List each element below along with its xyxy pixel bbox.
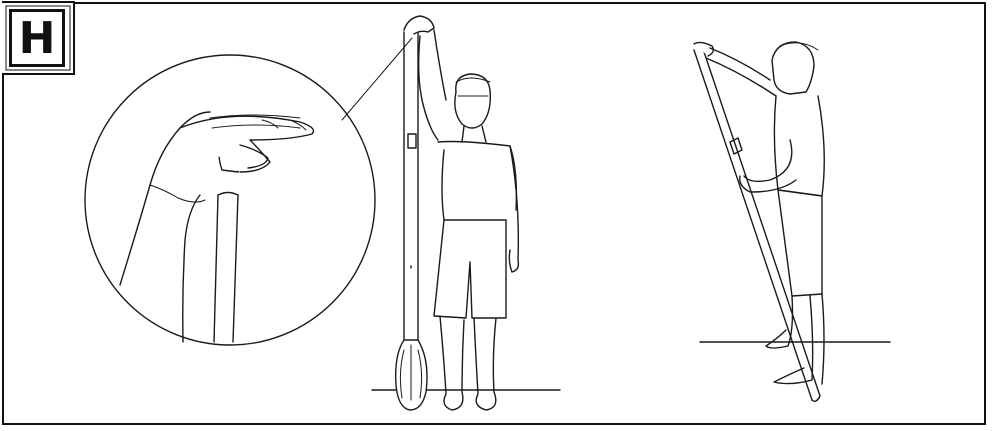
step-letter: H [9,9,65,67]
zoom-leader-line [342,38,412,120]
person-front-view-reaching [396,16,519,410]
zoom-circle [85,55,375,345]
step-badge: H [2,2,72,74]
zoom-detail-hand-on-grip [85,38,412,345]
person-side-view-holding-paddle [694,42,824,401]
